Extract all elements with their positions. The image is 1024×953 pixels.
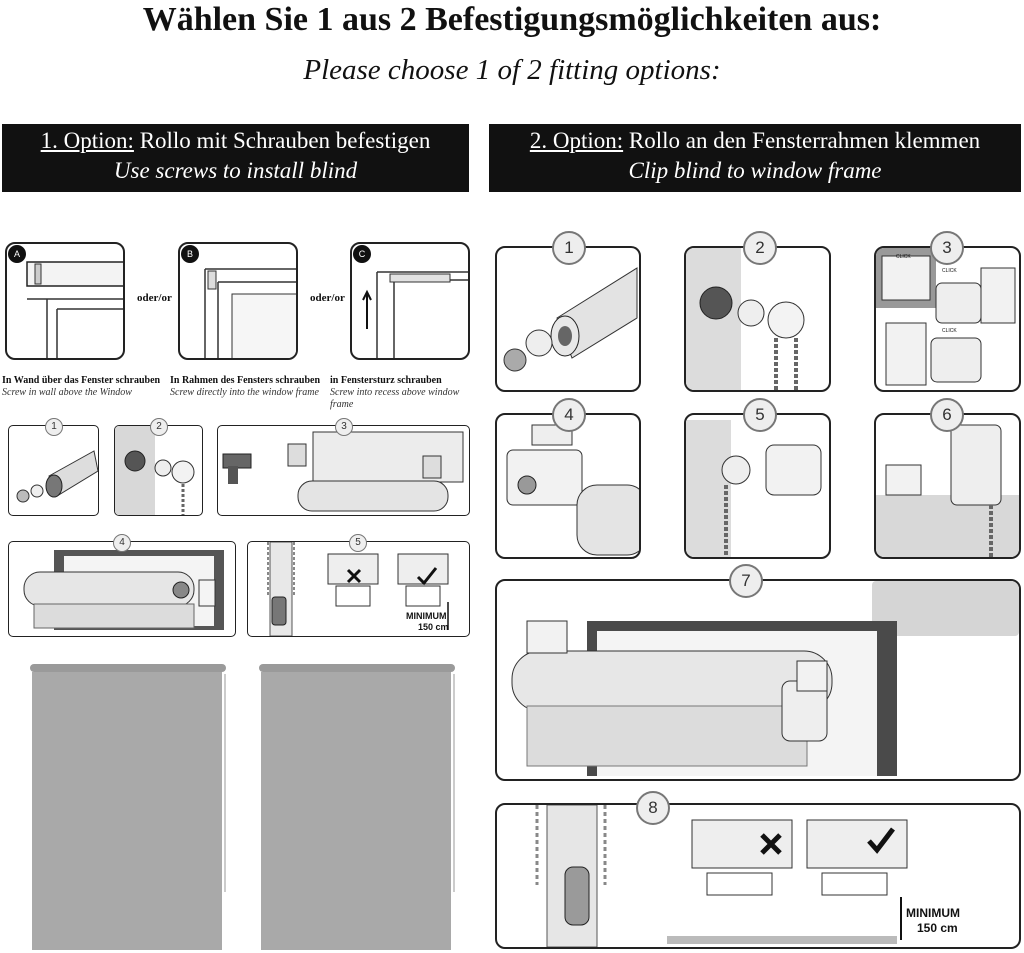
chain-control-insert-icon (115, 426, 195, 515)
oder-label-1: oder/or (137, 292, 172, 304)
bracket-on-chain-side-icon (686, 420, 822, 557)
variant-c-badge: C (353, 245, 371, 263)
variant-b-caption: In Rahmen des Fensters schrauben Screw d… (170, 375, 335, 399)
option2-step4-panel (495, 413, 641, 559)
variant-a-illustration (5, 242, 125, 360)
variant-b-caption-en: Screw directly into the window frame (170, 387, 319, 398)
page-subtitle: Please choose 1 of 2 fitting options: (303, 54, 721, 86)
variant-a-caption-de: In Wand über das Fenster schrauben (2, 375, 161, 386)
option1-step3-badge: 3 (335, 418, 353, 436)
clip-on-frame-icon (876, 424, 1019, 557)
click-label-2: CLICK (942, 268, 957, 274)
end-cap-insert-icon (16, 450, 98, 503)
option2-step1-badge: 1 (552, 231, 586, 265)
option1-title-de: Rollo mit Schrauben befestigen (139, 128, 431, 153)
wall-mount-icon (26, 261, 123, 358)
end-cap-insert-icon (503, 267, 638, 372)
roller-blind-image-2 (259, 664, 455, 950)
option2-step7-badge: 7 (729, 564, 763, 598)
click-label-3: CLICK (942, 328, 957, 334)
option2-step4-badge: 4 (552, 398, 586, 432)
option1-step3-panel (217, 425, 470, 516)
option2-label: 2. Option: (529, 128, 624, 153)
frame-mount-icon (204, 268, 296, 358)
option2-step3-badge: 3 (930, 231, 964, 265)
option2-header: 2. Option: Rollo an den Fensterrahmen kl… (489, 124, 1021, 192)
oder-label-2: oder/or (310, 292, 345, 304)
option2-step5-panel (684, 413, 831, 559)
variant-b-badge: B (181, 245, 199, 263)
variant-a-caption: In Wand über das Fenster schrauben Screw… (2, 375, 172, 399)
blind-photo-2 (257, 662, 457, 952)
option2-step8-badge: 8 (636, 791, 670, 825)
option2-step6-panel (874, 413, 1021, 559)
option1-step2-panel (114, 425, 203, 516)
safety-clip-height-icon (535, 805, 908, 947)
variant-c-illustration (350, 242, 470, 360)
option1-label: 1. Option: (40, 128, 134, 153)
option1-step5-badge: 5 (349, 534, 367, 552)
bracket-on-roller-icon (506, 424, 639, 556)
chain-control-insert-icon (686, 248, 805, 390)
option2-step2-panel (684, 246, 831, 392)
blind-clipped-to-window-icon (511, 581, 1019, 776)
option2-title-en: Clip blind to window frame (628, 158, 882, 183)
option2-step1-panel (495, 246, 641, 392)
option2-minimum-label: MINIMUM (906, 906, 960, 920)
variant-b-caption-de: In Rahmen des Fensters schrauben (170, 375, 321, 386)
option2-minimum-value: 150 cm (917, 921, 958, 935)
option1-header: 1. Option: Rollo mit Schrauben befestige… (2, 124, 469, 192)
option1-step1-badge: 1 (45, 418, 63, 436)
option1-step4-badge: 4 (113, 534, 131, 552)
option1-step4-panel (8, 541, 236, 637)
variant-a-caption-en: Screw in wall above the Window (2, 387, 132, 398)
option1-step5-panel: MINIMUM 150 cm (247, 541, 470, 637)
safety-clip-icon (267, 542, 449, 636)
option2-step5-badge: 5 (743, 398, 777, 432)
variant-c-caption-en: Screw into recess above window frame (330, 387, 460, 410)
option1-step2-badge: 2 (150, 418, 168, 436)
option1-minimum-value: 150 cm (418, 622, 449, 632)
click-label-1: CLICK (896, 254, 911, 260)
option2-title-de: Rollo an den Fensterrahmen klemmen (628, 128, 981, 153)
option1-minimum-label: MINIMUM (406, 611, 447, 621)
option2-step6-badge: 6 (930, 398, 964, 432)
variant-b-illustration (178, 242, 298, 360)
option2-step3-panel: CLICK CLICK CLICK (874, 246, 1021, 392)
drill-bracket-icon (222, 431, 464, 512)
blind-photo-1 (28, 662, 228, 952)
option2-step2-badge: 2 (743, 231, 777, 265)
variant-c-caption-de: in Fenstersturz schrauben (330, 375, 442, 386)
option2-step8-panel: MINIMUM 150 cm (495, 803, 1021, 949)
recess-mount-icon (362, 271, 468, 358)
roller-blind-image-1 (30, 664, 226, 950)
option2-step7-panel (495, 579, 1021, 781)
page-title: Wählen Sie 1 aus 2 Befestigungsmöglichke… (142, 1, 882, 38)
blind-mounted-icon (23, 550, 224, 630)
variant-a-badge: A (8, 245, 26, 263)
option1-title-en: Use screws to install blind (113, 158, 358, 183)
option1-step1-panel (8, 425, 99, 516)
variant-c-caption: in Fenstersturz schrauben Screw into rec… (330, 375, 480, 411)
clip-bracket-assembly-icon (876, 248, 1016, 386)
